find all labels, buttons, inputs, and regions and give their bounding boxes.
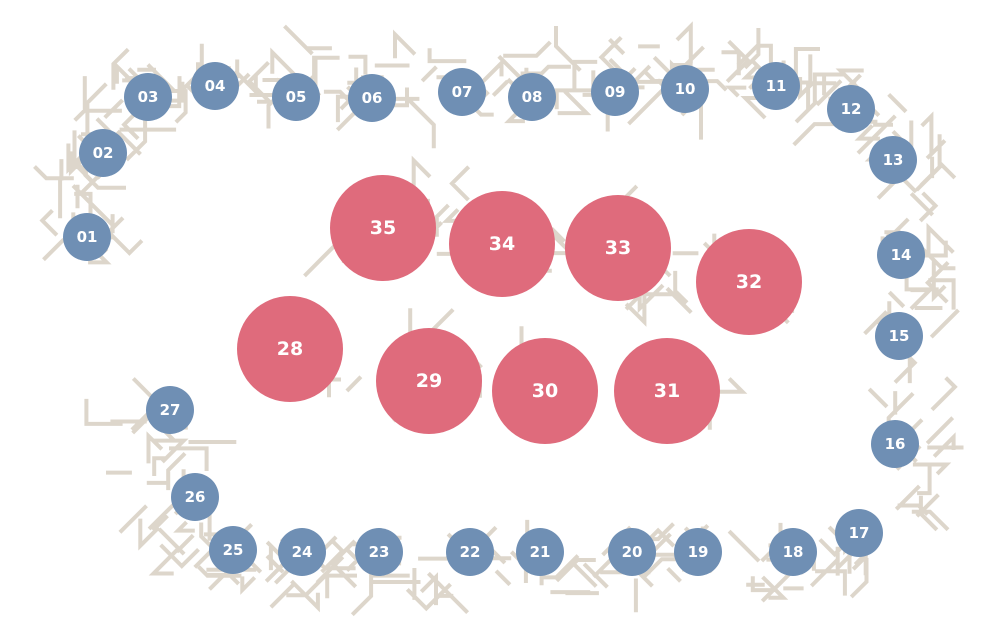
- node-label: 24: [292, 543, 313, 561]
- node-label: 15: [889, 327, 910, 345]
- node-label: 22: [460, 543, 481, 561]
- small-node-03[interactable]: 03: [124, 73, 172, 121]
- large-node-28[interactable]: 28: [237, 296, 343, 402]
- large-node-33[interactable]: 33: [565, 195, 671, 301]
- small-node-10[interactable]: 10: [661, 65, 709, 113]
- node-label: 18: [783, 543, 804, 561]
- small-node-11[interactable]: 11: [752, 62, 800, 110]
- small-node-15[interactable]: 15: [875, 312, 923, 360]
- node-label: 10: [675, 80, 696, 98]
- node-label: 12: [841, 100, 862, 118]
- branch-lines: [36, 26, 962, 613]
- node-label: 05: [286, 88, 307, 106]
- small-node-01[interactable]: 01: [63, 213, 111, 261]
- node-label: 35: [370, 217, 396, 239]
- node-label: 13: [883, 151, 904, 169]
- branch-pattern: [36, 26, 962, 613]
- small-node-16[interactable]: 16: [871, 420, 919, 468]
- large-node-29[interactable]: 29: [376, 328, 482, 434]
- node-label: 25: [223, 541, 244, 559]
- small-node-22[interactable]: 22: [446, 528, 494, 576]
- node-label: 09: [605, 83, 626, 101]
- large-node-35[interactable]: 35: [330, 175, 436, 281]
- large-node-30[interactable]: 30: [492, 338, 598, 444]
- large-node-34[interactable]: 34: [449, 191, 555, 297]
- node-label: 19: [688, 543, 709, 561]
- small-node-04[interactable]: 04: [191, 62, 239, 110]
- small-node-24[interactable]: 24: [278, 528, 326, 576]
- small-node-27[interactable]: 27: [146, 386, 194, 434]
- node-label: 01: [77, 228, 98, 246]
- small-node-14[interactable]: 14: [877, 231, 925, 279]
- small-node-05[interactable]: 05: [272, 73, 320, 121]
- small-node-12[interactable]: 12: [827, 85, 875, 133]
- node-layer: 01 02 03 04 05 06 07 08 09 10 11 12 13 14 15 16 17 18 19 20…: [63, 62, 925, 576]
- node-label: 02: [93, 144, 114, 162]
- node-label: 26: [185, 488, 206, 506]
- small-node-02[interactable]: 02: [79, 129, 127, 177]
- small-node-25[interactable]: 25: [209, 526, 257, 574]
- node-label: 28: [277, 338, 303, 360]
- small-node-26[interactable]: 26: [171, 473, 219, 521]
- node-label: 29: [416, 370, 442, 392]
- node-label: 27: [160, 401, 181, 419]
- large-node-32[interactable]: 32: [696, 229, 802, 335]
- node-label: 31: [654, 380, 680, 402]
- node-label: 04: [205, 77, 226, 95]
- small-node-21[interactable]: 21: [516, 528, 564, 576]
- small-node-07[interactable]: 07: [438, 68, 486, 116]
- small-node-06[interactable]: 06: [348, 74, 396, 122]
- node-label: 33: [605, 237, 631, 259]
- node-label: 07: [452, 83, 473, 101]
- node-label: 14: [891, 246, 912, 264]
- small-node-20[interactable]: 20: [608, 528, 656, 576]
- node-label: 20: [622, 543, 643, 561]
- node-label: 08: [522, 88, 543, 106]
- node-label: 03: [138, 88, 159, 106]
- small-node-17[interactable]: 17: [835, 509, 883, 557]
- node-label: 17: [849, 524, 870, 542]
- large-node-31[interactable]: 31: [614, 338, 720, 444]
- node-label: 30: [532, 380, 558, 402]
- small-node-19[interactable]: 19: [674, 528, 722, 576]
- small-node-18[interactable]: 18: [769, 528, 817, 576]
- node-label: 23: [369, 543, 390, 561]
- node-label: 11: [766, 77, 787, 95]
- small-node-23[interactable]: 23: [355, 528, 403, 576]
- small-node-08[interactable]: 08: [508, 73, 556, 121]
- node-label: 32: [736, 271, 762, 293]
- node-label: 16: [885, 435, 906, 453]
- node-label: 21: [530, 543, 551, 561]
- node-label: 06: [362, 89, 383, 107]
- small-node-13[interactable]: 13: [869, 136, 917, 184]
- small-node-09[interactable]: 09: [591, 68, 639, 116]
- node-label: 34: [489, 233, 515, 255]
